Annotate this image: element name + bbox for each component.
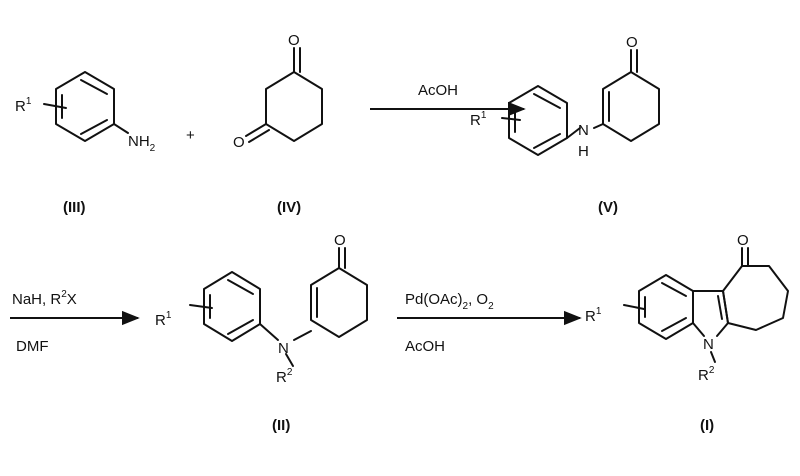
nitrogen-i: N xyxy=(703,336,714,353)
oxygen-top-iv: O xyxy=(288,32,300,49)
oxygen-left-iv: O xyxy=(233,134,245,151)
hydrogen-v: H xyxy=(578,143,589,160)
step2-reagent: NaH, R2X xyxy=(12,289,77,308)
label-ii: (II) xyxy=(272,417,290,434)
label-v: (V) xyxy=(598,199,618,216)
compound-v-structure: O R1 N H xyxy=(470,34,660,160)
reaction-arrow-step2: NaH, R2X DMF xyxy=(10,289,140,355)
r1-label-ii: R1 xyxy=(155,310,172,329)
plus-sign: + xyxy=(186,127,195,144)
step2-solvent: DMF xyxy=(16,338,49,355)
label-iii: (III) xyxy=(63,199,86,216)
r1-label-i: R1 xyxy=(585,306,602,325)
r1-label-v: R1 xyxy=(470,110,487,129)
reaction-arrow-step3: Pd(OAc)2, O2 AcOH xyxy=(397,291,582,355)
label-i: (I) xyxy=(700,417,714,434)
reaction-arrow-step1: AcOH xyxy=(370,82,526,117)
compound-ii-structure: R1 N R2 O xyxy=(155,232,368,386)
r2-label-ii: R2 xyxy=(276,367,293,386)
oxygen-v: O xyxy=(626,34,638,51)
nitrogen-ii: N xyxy=(278,340,289,357)
compound-iv-structure: O O xyxy=(233,32,323,151)
nitrogen-v: N xyxy=(578,122,589,139)
oxygen-i: O xyxy=(737,232,749,249)
label-iv: (IV) xyxy=(277,199,301,216)
compound-i-structure: R1 N R2 O xyxy=(585,232,789,384)
amine-label: NH2 xyxy=(128,133,156,154)
compound-iii-structure: R1 NH2 xyxy=(15,71,156,154)
step1-reagent: AcOH xyxy=(418,82,458,99)
r2-label-i: R2 xyxy=(698,365,715,384)
step3-reagent: Pd(OAc)2, O2 xyxy=(405,291,494,312)
step3-solvent: AcOH xyxy=(405,338,445,355)
r1-label-iii: R1 xyxy=(15,96,32,115)
oxygen-ii: O xyxy=(334,232,346,249)
